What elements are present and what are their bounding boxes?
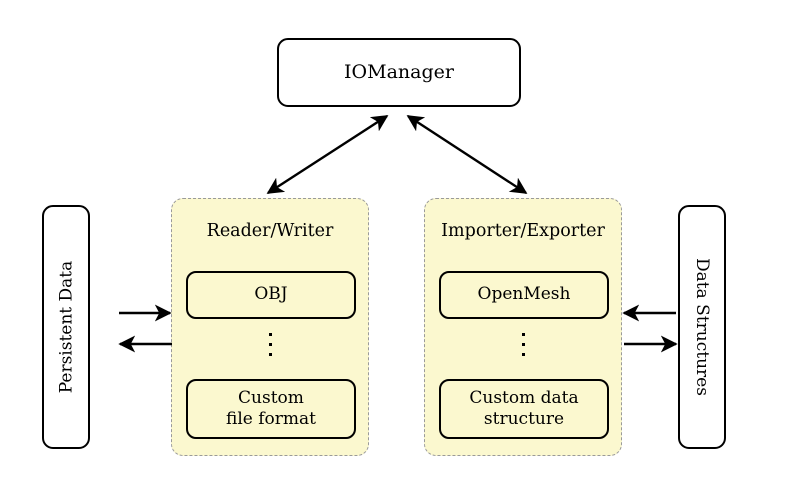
node-openmesh: OpenMesh (439, 271, 609, 319)
node-custom-file-format-label: Custom file format (226, 388, 316, 431)
vertical-ellipsis-icon (172, 333, 368, 356)
node-custom-data-structure-line1: Custom data (469, 387, 579, 408)
panel-importer-exporter-title: Importer/Exporter (441, 221, 605, 241)
panel-importer-exporter: Importer/Exporter OpenMesh Custom data s… (424, 198, 622, 456)
node-iomanager: IOManager (277, 38, 521, 107)
node-obj: OBJ (186, 271, 356, 319)
node-iomanager-label: IOManager (344, 60, 454, 83)
connector-iomanager-importer-exporter (406, 114, 528, 195)
node-custom-file-format-line1: Custom (238, 387, 304, 408)
node-persistent-data-label: Persistent Data (56, 260, 76, 394)
node-data-structures-label: Data Structures (692, 258, 712, 396)
node-custom-file-format-line2: file format (226, 409, 316, 429)
panel-reader-writer: Reader/Writer OBJ Custom file format (171, 198, 369, 456)
node-obj-label: OBJ (254, 284, 288, 305)
node-custom-file-format: Custom file format (186, 379, 356, 439)
node-data-structures: Data Structures (678, 205, 726, 449)
node-custom-data-structure: Custom data structure (439, 379, 609, 439)
connector-iomanager-reader-writer (266, 114, 389, 195)
node-custom-data-structure-label: Custom data structure (469, 388, 578, 431)
node-custom-data-structure-line2: structure (483, 409, 565, 429)
node-persistent-data: Persistent Data (42, 205, 90, 449)
vertical-ellipsis-icon (425, 333, 621, 356)
node-openmesh-label: OpenMesh (477, 284, 571, 305)
panel-reader-writer-title: Reader/Writer (206, 221, 334, 241)
